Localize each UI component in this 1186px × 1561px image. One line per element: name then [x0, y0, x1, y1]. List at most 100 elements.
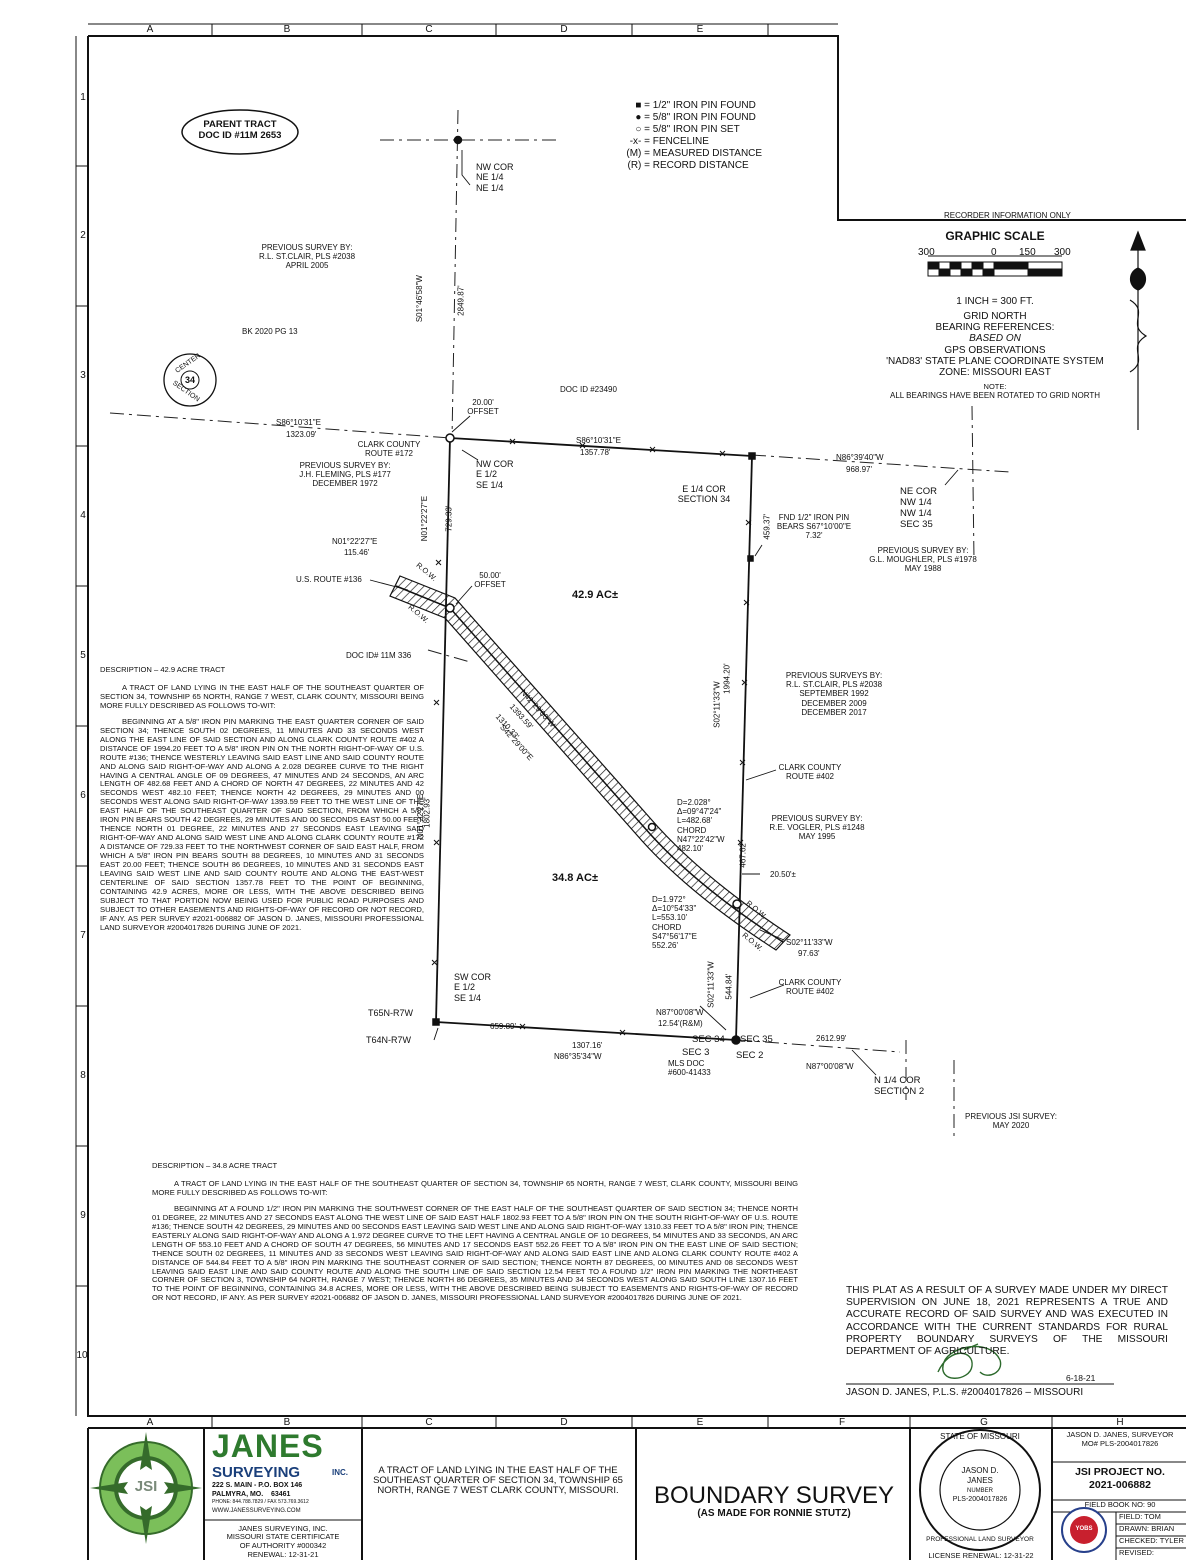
field-crew: FIELD: TOM	[1119, 1512, 1161, 1521]
grid-bottom-a: A	[146, 1417, 154, 1428]
legend-text: 1/2" IRON PIN FOUND	[652, 100, 756, 111]
grid-ticks-bottom	[88, 1416, 1186, 1429]
note-label: NOTE:	[983, 382, 1007, 391]
highway-row-hatch	[389, 575, 791, 951]
fnd-iron-pin-note: FND 1/2" IRON PIN BEARS S67°10'00"E 7.32…	[776, 513, 852, 541]
mls-doc: MLS DOC #600-41433	[668, 1059, 711, 1078]
legend-row: (M) = MEASURED DISTANCE	[622, 148, 762, 160]
dist-1323: 1323.09'	[286, 430, 317, 439]
legend-symbol: (R) =	[627, 160, 651, 171]
grid-row-9: 9	[80, 1210, 86, 1221]
grid-row-1: 1	[80, 92, 86, 103]
scale-tick-300-right: 300	[1054, 247, 1071, 258]
scale-title: GRAPHIC SCALE	[945, 229, 1045, 243]
legend-symbol: ● =	[635, 112, 650, 123]
grid-row-7: 7	[80, 930, 86, 941]
prev-survey-stclair-2005: PREVIOUS SURVEY BY: R.L. ST.CLAIR, PLS #…	[258, 243, 356, 271]
legend-symbol: (M) =	[626, 148, 650, 159]
cert-authority-2: MISSOURI STATE CERTIFICATE	[226, 1532, 340, 1541]
dist-729: 729.33'	[444, 505, 454, 532]
legend-symbol: ■ =	[635, 100, 650, 111]
title-block-frame	[87, 1427, 1186, 1560]
dist-544: 544.84'	[724, 973, 734, 1000]
prev-survey-vogler: PREVIOUS SURVEY BY: R.E. VOGLER, PLS #12…	[769, 814, 865, 842]
note-text: ALL BEARINGS HAVE BEEN ROTATED TO GRID N…	[890, 391, 1100, 400]
bearing-n01-small: N01°22'27"E	[332, 537, 378, 546]
description-42-9-body: BEGINNING AT A 5/8" IRON PIN MARKING THE…	[100, 716, 424, 932]
bearing-n01-upper: N01°22'27"E	[420, 495, 430, 542]
certificate-date: 6-18-21	[1066, 1373, 1096, 1383]
jsi-logo-text: JSI	[134, 1478, 158, 1495]
description-42-9-intro: A TRACT OF LAND LYING IN THE EAST HALF O…	[100, 682, 424, 710]
company-name-janes: JANES	[212, 1428, 324, 1464]
e14-cor-label: E 1/4 COR SECTION 34	[677, 484, 731, 505]
township-t64: T64N-R7W	[366, 1035, 412, 1045]
sec-34-label: SEC 34	[692, 1034, 725, 1045]
dist-12-54: 12.54'(R&M)	[658, 1019, 703, 1028]
company-address-2: PALMYRA, MO. 63461	[212, 1491, 291, 1498]
seal-pls-number: PLS-2004017826	[952, 1496, 1008, 1503]
company-inc: INC.	[332, 1468, 348, 1477]
yobs-badge-graphic	[1061, 1507, 1107, 1553]
license-renewal: LICENSE RENEWAL: 12-31-22	[928, 1551, 1034, 1560]
bearing-n87-bottom: N87°00'08"W	[656, 1008, 704, 1017]
parent-tract-title: PARENT TRACT	[203, 119, 277, 130]
grid-bottom-g: G	[980, 1417, 988, 1428]
scale-tick-0: 0	[991, 247, 997, 258]
bearing-s02-small: S02°11'33"W	[786, 938, 833, 947]
legend-row: ○ = 5/8" IRON PIN SET	[622, 124, 762, 136]
center-section-circle	[163, 353, 217, 407]
dist-1994: 1994.20'	[722, 663, 732, 694]
surveyor-name: JASON D. JANES, SURVEYOR	[1066, 1430, 1174, 1439]
company-website: WWW.JANESSURVEYING.COM	[212, 1508, 301, 1514]
company-name-surveying: SURVEYING	[212, 1464, 301, 1481]
width-20-50: 20.50'±	[770, 870, 796, 879]
grid-bottom-c: C	[425, 1417, 433, 1428]
cert-authority-3: OF AUTHORITY #000342	[239, 1541, 327, 1550]
recorder-info: RECORDER INFORMATION ONLY	[944, 211, 1071, 220]
highway-centerline	[395, 585, 784, 943]
grid-bottom-e: E	[696, 1417, 704, 1428]
grid-north: GRID NORTH	[963, 311, 1027, 322]
center-section-inner	[180, 370, 200, 390]
dist-968: 968.97'	[846, 465, 872, 474]
grid-col-c: C	[425, 24, 433, 35]
survey-subtitle: (AS MADE FOR RONNIE STUTZ)	[697, 1508, 851, 1519]
nad83-system: 'NAD83' STATE PLANE COORDINATE SYSTEM	[886, 356, 1104, 367]
acreage-42-9: 42.9 AC±	[572, 589, 618, 601]
bearing-n86-35: N86°35'34"W	[554, 1052, 602, 1061]
seal-state: STATE OF MISSOURI	[940, 1432, 1020, 1441]
signature-scribble	[937, 1343, 1002, 1379]
bearing-s86-mid: S86°10'31"E	[576, 436, 621, 445]
n14-cor-section2: N 1/4 COR SECTION 2	[874, 1075, 925, 1097]
yobs-badge: YOBS	[1075, 1526, 1093, 1532]
legend-row: -x- = FENCELINE	[622, 136, 762, 148]
company-phone: PHONE: 844.788.7829 / FAX 573.769.3612	[212, 1499, 309, 1505]
bearing-s86-left: S86°10'31"E	[276, 418, 321, 427]
grid-row-5: 5	[80, 650, 86, 661]
leaders	[369, 150, 959, 1076]
ne-cor-nw-sec35: NE COR NW 1/4 NW 1/4 SEC 35	[900, 486, 937, 530]
title-block-inner	[204, 1461, 1186, 1560]
doc-id-23490: DOC ID #23490	[560, 385, 617, 394]
doc-id-11m-336: DOC ID# 11M 336	[346, 651, 412, 660]
jsi-logo-graphic	[90, 1432, 202, 1544]
dist-1357: 1357.78'	[580, 448, 611, 457]
monuments	[432, 135, 756, 1045]
description-34-8-body: BEGINNING AT A FOUND 1/2" IRON PIN MARKI…	[152, 1203, 798, 1303]
nw-cor-e12-label: NW COR E 1/2 SE 1/4	[476, 459, 514, 490]
offset-20: 20.00' OFFSET	[467, 398, 499, 417]
prev-survey-stclair-multi: PREVIOUS SURVEYS BY: R.L. ST.CLAIR, PLS …	[785, 671, 883, 717]
legend-symbol: ○ =	[635, 124, 650, 135]
zone: ZONE: MISSOURI EAST	[939, 367, 1051, 378]
surveyor-license: MO# PLS-2004017826	[1081, 1439, 1159, 1448]
dist-659: 659.89'	[490, 1022, 516, 1031]
book-page-ref: BK 2020 PG 13	[242, 327, 298, 336]
dist-north-line: 2849.87'	[456, 285, 466, 316]
nw-cor-ne-label: NW COR NE 1/4 NE 1/4	[476, 162, 514, 193]
legend-text: 5/8" IRON PIN FOUND	[652, 112, 756, 123]
legend-row: ■ = 1/2" IRON PIN FOUND	[622, 100, 762, 112]
sw-cor-label: SW COR E 1/2 SE 1/4	[454, 972, 491, 1003]
scale-bar	[927, 261, 1063, 277]
grid-bottom-d: D	[560, 1417, 568, 1428]
